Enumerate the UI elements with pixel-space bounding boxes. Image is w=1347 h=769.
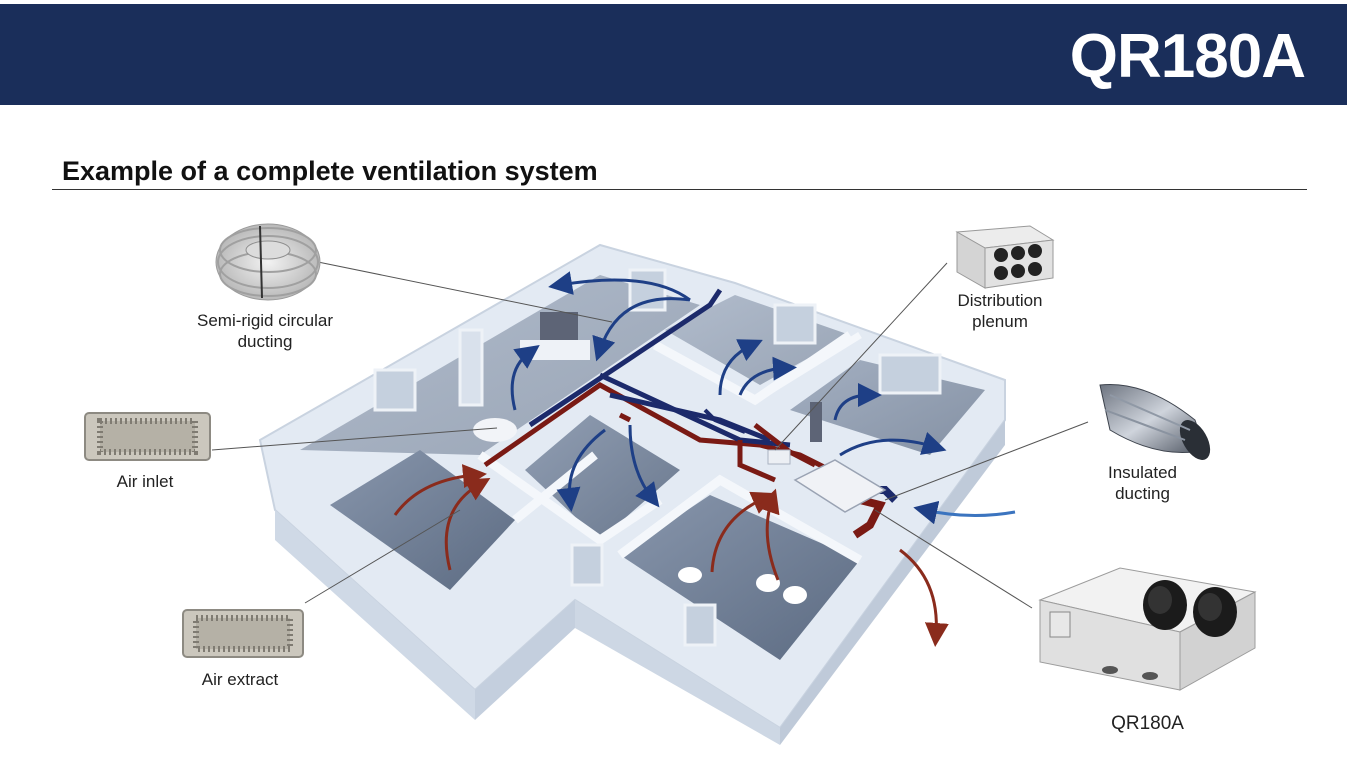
label-air-extract: Air extract xyxy=(201,670,279,689)
title-banner: QR180A xyxy=(0,4,1347,105)
section-title: Example of a complete ventilation system xyxy=(62,156,598,186)
leader-lines xyxy=(211,261,1089,609)
airflow-arrows xyxy=(393,271,1016,647)
label-insulated-line2: ducting xyxy=(1115,484,1170,503)
semi-rigid-ducting-image xyxy=(215,223,321,301)
ventilation-unit-in-house xyxy=(793,459,887,513)
insulated-ducting-image xyxy=(1099,383,1211,460)
qr180a-unit-image xyxy=(1038,567,1257,691)
label-plenum-line1: Distribution xyxy=(957,291,1043,310)
duct-network xyxy=(483,288,898,539)
product-title: QR180A xyxy=(1069,22,1306,91)
label-insulated-line1: Insulated xyxy=(1108,463,1177,482)
air-inlet-image xyxy=(84,412,211,461)
distribution-plenum-image xyxy=(955,225,1055,289)
air-extract-image xyxy=(182,609,304,658)
label-semi-rigid-line1: Semi-rigid circular xyxy=(196,311,334,330)
label-semi-rigid-line2: ducting xyxy=(237,332,293,351)
label-qr180a-unit: QR180A xyxy=(1111,713,1184,734)
label-insulated-ducting: Insulated ducting xyxy=(1085,462,1200,504)
section-divider xyxy=(52,189,1307,190)
label-semi-rigid-ducting: Semi-rigid circular ducting xyxy=(180,310,350,352)
label-air-inlet: Air inlet xyxy=(116,472,174,491)
label-plenum-line2: plenum xyxy=(972,312,1028,331)
label-distribution-plenum: Distribution plenum xyxy=(940,290,1060,332)
